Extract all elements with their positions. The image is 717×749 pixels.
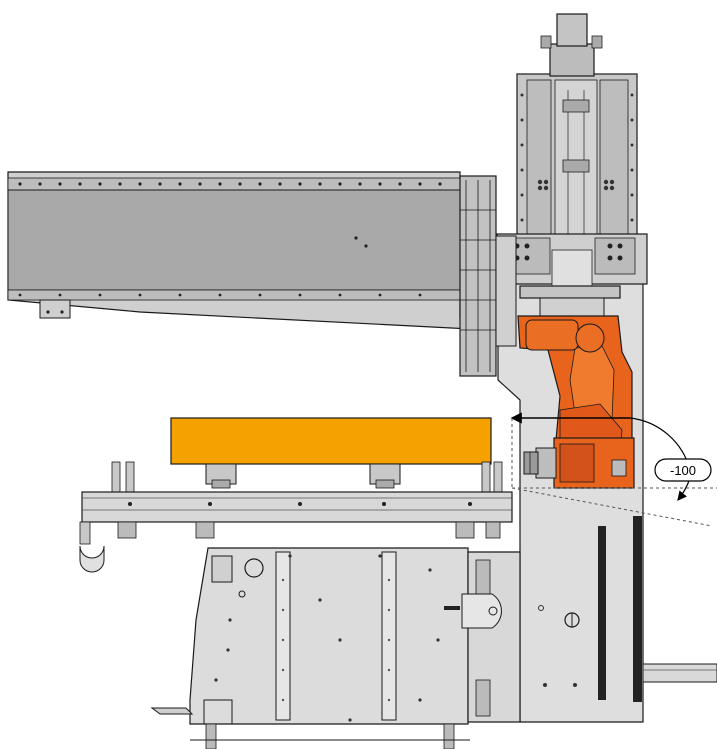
side-hook xyxy=(79,545,105,573)
worktable xyxy=(79,491,513,573)
column-bracket xyxy=(444,551,521,723)
fixtures xyxy=(111,461,503,497)
spindle-nose xyxy=(535,447,557,479)
rotation-indicator: -100 xyxy=(510,412,717,527)
workpiece xyxy=(170,417,492,465)
motor-housing xyxy=(549,43,595,77)
angle-label: -100 xyxy=(670,463,696,478)
column-rail-right xyxy=(633,516,642,702)
z-axis-carriage xyxy=(496,13,648,321)
angle-label-bubble xyxy=(654,458,712,482)
beam-bolt-row xyxy=(18,182,442,297)
machine-base xyxy=(150,547,470,749)
robot-arm xyxy=(517,315,635,489)
column-rail-left xyxy=(598,526,606,700)
horizontal-beam xyxy=(7,171,517,377)
motor-top xyxy=(556,13,588,47)
side-rail xyxy=(642,663,717,683)
